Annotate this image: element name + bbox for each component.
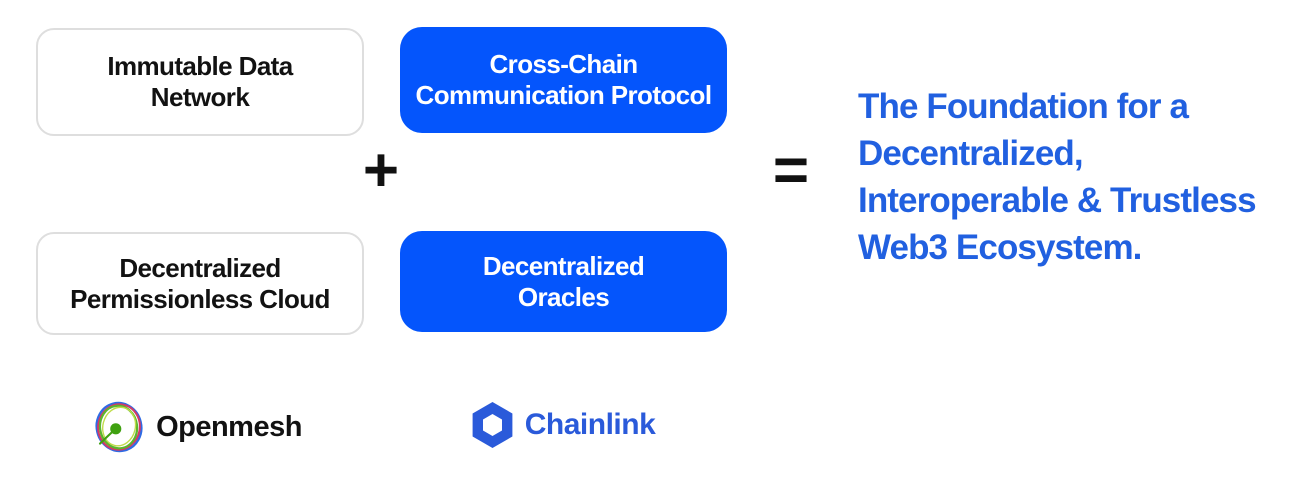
immutable-data-network-box: Immutable Data Network: [36, 28, 364, 136]
box-label-line: Permissionless Cloud: [70, 283, 330, 314]
result-heading-line: Interoperable & Trustless: [858, 181, 1257, 220]
box-label-line: Decentralized: [119, 252, 281, 283]
openmesh-wordmark: Openmesh: [156, 410, 302, 443]
plus-operator: +: [362, 135, 400, 205]
box-label-line: Decentralized: [482, 250, 645, 281]
chainlink-wordmark: Chainlink: [524, 408, 656, 441]
box-label-line: Oracles: [517, 281, 610, 312]
equals-operator: =: [772, 135, 810, 205]
result-heading-line: The Foundation for a: [858, 87, 1189, 126]
box-label-line: Communication Protocol: [415, 80, 713, 110]
chainlink-hexagon-icon: [472, 402, 513, 448]
decentralized-oracles-box: Decentralized Oracles: [400, 231, 727, 332]
openmesh-logo: Openmesh: [36, 396, 360, 458]
cross-chain-communication-protocol-box: Cross-Chain Communication Protocol: [400, 27, 727, 133]
chainlink-logo: Chainlink: [400, 394, 727, 456]
result-heading-line: Decentralized,: [858, 134, 1084, 173]
result-heading: The Foundation for a Decentralized, Inte…: [858, 83, 1257, 271]
result-heading-line: Web3 Ecosystem.: [858, 228, 1142, 267]
openmesh-orb-icon: [94, 399, 144, 455]
decentralized-permissionless-cloud-box: Decentralized Permissionless Cloud: [36, 232, 364, 335]
box-label-line: Immutable Data: [107, 51, 293, 81]
box-label-line: Cross-Chain: [489, 49, 639, 79]
box-label-line: Network: [150, 82, 250, 112]
